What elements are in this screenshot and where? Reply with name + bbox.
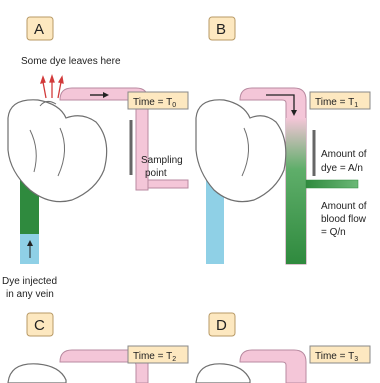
heart-d <box>196 364 250 383</box>
time-a-sub: 0 <box>172 102 176 109</box>
panel-d: D Time = T3 <box>196 313 370 383</box>
panel-a-label: A <box>34 21 44 38</box>
panel-a: A Some dye leaves here Sampling point <box>2 17 188 300</box>
dye-injected-label-1: Dye injected <box>2 276 57 287</box>
blood-flow-label-1: Amount of <box>321 201 367 212</box>
time-d-sub: 3 <box>354 356 358 363</box>
time-d: Time = T <box>315 351 354 362</box>
time-c: Time = T <box>133 351 172 362</box>
time-a: Time = T <box>133 97 172 108</box>
heart-c <box>8 364 66 383</box>
svg-text:Time = T1: Time = T1 <box>315 97 358 109</box>
sampling-tube-a <box>148 180 188 188</box>
svg-text:Time = T3: Time = T3 <box>315 351 358 363</box>
time-b: Time = T <box>315 97 354 108</box>
blood-flow-label-3: = Q/n <box>321 227 346 238</box>
sampling-tube-b <box>306 180 358 188</box>
time-c-sub: 2 <box>172 356 176 363</box>
svg-text:Time = T2: Time = T2 <box>133 351 176 363</box>
sampling-label-1: Sampling <box>141 155 183 166</box>
panel-b-label: B <box>216 21 226 38</box>
svg-text:Time = T0: Time = T0 <box>133 97 176 109</box>
time-b-sub: 1 <box>354 102 358 109</box>
dye-leaving-arrows <box>41 76 63 98</box>
amount-dye-label-1: Amount of <box>321 149 367 160</box>
dye-injected-label-2: in any vein <box>6 289 54 300</box>
panel-c: C Time = T2 <box>8 313 188 383</box>
dye-column-b <box>286 118 306 264</box>
aorta-d <box>240 350 306 383</box>
blood-flow-label-2: blood flow <box>321 214 367 225</box>
panel-d-label: D <box>216 317 227 334</box>
sampling-label-2: point <box>145 168 167 179</box>
dye-leaves-label: Some dye leaves here <box>21 56 121 67</box>
amount-dye-label-2: dye = A/n <box>321 163 363 174</box>
panel-c-label: C <box>34 317 45 334</box>
panel-b: B Amount of dye = A/n Amount of blood fl… <box>196 17 370 264</box>
